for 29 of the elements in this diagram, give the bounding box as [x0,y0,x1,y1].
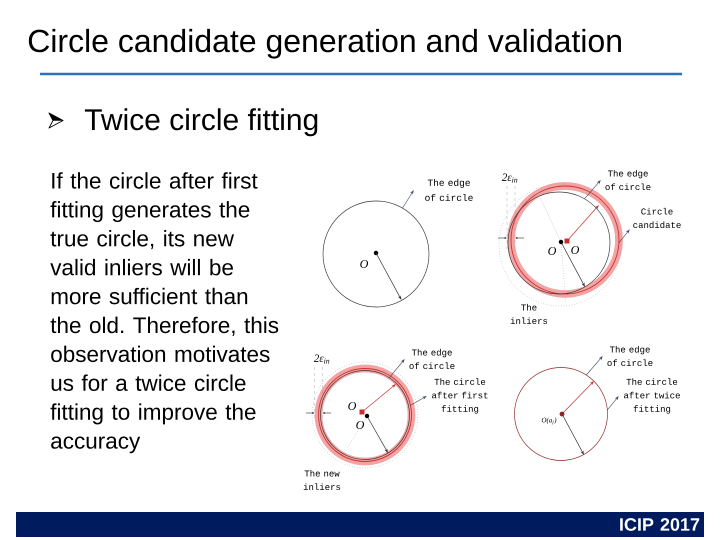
center-label: O [548,246,556,256]
circle-outline [322,200,430,308]
callout-label: The edge of circle [605,170,650,190]
body-text: If the circle after first fitting generates the true circle, its new valid inliers will be more sufficient than the old. Therefore, this observation motivates us for a twice circle fitting to improve the accuracy [50,172,278,454]
callout-label: The edge of circle [425,179,473,201]
callout-label: The edge of circle [409,348,454,370]
center-label: O [360,260,368,268]
callout-text: The inliers [510,304,548,324]
center-label: O [356,420,364,430]
subheading: Twice circle fitting [84,108,318,136]
center-label: O [571,246,580,254]
circle-outline [508,192,610,294]
slide-title: Circle candidate generation and validation [28,28,621,59]
leader-line [607,396,619,410]
circle-outline [514,367,608,461]
leader-line [388,359,405,378]
leader-line [586,356,603,376]
callout-text: The new inliers [304,470,340,490]
center-label: O [348,402,356,410]
callout-label: The circle after twice fitting [624,378,680,414]
circle-outline [320,370,410,460]
dimension-label: 2ε$_{in}$ [502,174,518,182]
dimension-label: 2ε$_{in}$ [314,354,330,364]
leader-line [402,190,414,208]
leader-line [584,180,601,200]
callout-label: The edge of circle [607,346,652,366]
footer-bar: ICIP 2017 [16,512,704,537]
callout-label: Circle candidate [633,208,681,228]
callout-label: The circle after first fitting [432,378,488,414]
